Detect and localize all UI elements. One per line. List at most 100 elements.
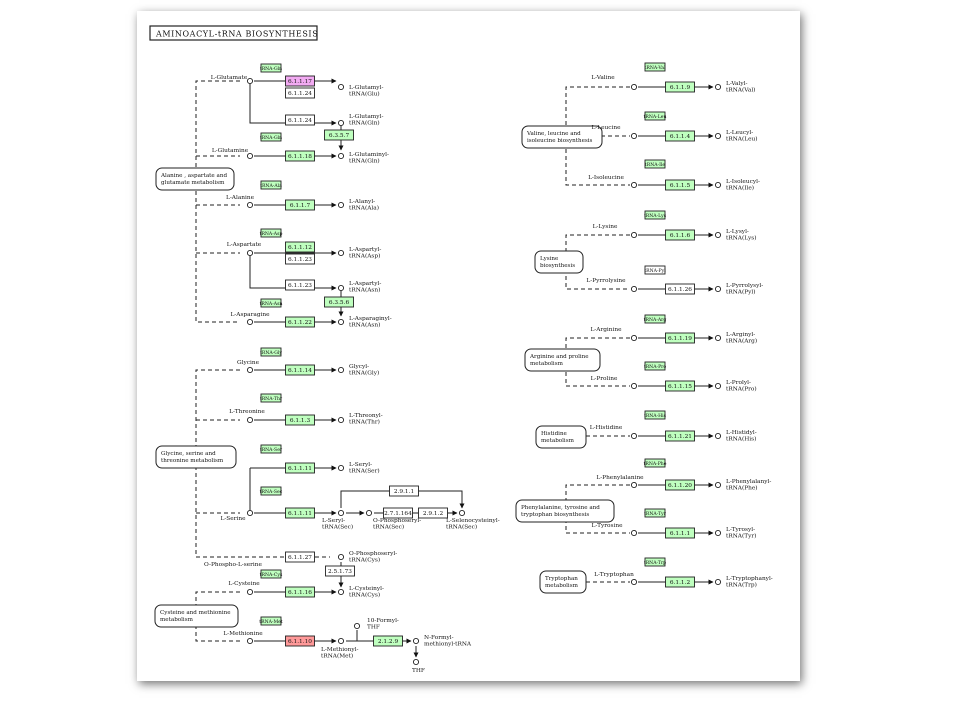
enzyme-box-6-1-1-14[interactable] [285,364,315,376]
compound-node[interactable] [337,318,345,326]
enzyme-box-6-1-1-26[interactable] [665,283,695,295]
trna-box-trna-his[interactable] [644,410,666,420]
compound-node[interactable] [246,416,254,424]
enzyme-box-6-1-1-20[interactable] [665,479,695,491]
compound-node[interactable] [337,83,345,91]
compound-node[interactable] [246,588,254,596]
compound-node[interactable] [337,201,345,209]
compound-node[interactable] [246,637,254,645]
compound-node[interactable] [714,432,722,440]
trna-box-trna-ala[interactable] [260,180,282,190]
compound-node[interactable] [630,231,638,239]
compound-node[interactable] [630,382,638,390]
enzyme-box-6-1-1-22[interactable] [285,316,315,328]
compound-node[interactable] [246,366,254,374]
trna-box-trna-trp[interactable] [644,557,666,567]
compound-node[interactable] [246,201,254,209]
trna-box-trna-met[interactable] [260,616,282,626]
enzyme-box-6-1-1-5[interactable] [665,179,695,191]
enzyme-box-6-1-1-3[interactable] [285,414,315,426]
enzyme-box-6-1-1-19[interactable] [665,332,695,344]
enzyme-box-6-1-1-27[interactable] [285,551,315,563]
trna-box-trna-leu[interactable] [644,111,666,121]
map-link-lysine-biosynthesis[interactable] [534,250,584,274]
compound-node[interactable] [337,464,345,472]
enzyme-box-6-1-1-17[interactable] [285,75,315,87]
trna-box-trna-ser[interactable] [260,444,282,454]
trna-box-trna-lys[interactable] [644,210,666,220]
compound-node[interactable] [630,481,638,489]
enzyme-box-6-1-1-1[interactable] [665,527,695,539]
enzyme-box-6-3-5-6[interactable] [324,296,354,308]
compound-node[interactable] [714,285,722,293]
map-link-cysteine-and-methionine-metabolism[interactable] [154,604,239,628]
compound-node[interactable] [630,285,638,293]
compound-node[interactable] [246,152,254,160]
map-link-phenylalanine-tyrosine-and-tryptophan-biosynthesis[interactable] [515,499,615,523]
compound-node[interactable] [412,637,420,645]
compound-node[interactable] [458,509,466,517]
compound-node[interactable] [630,132,638,140]
compound-node[interactable] [337,553,345,561]
enzyme-box-6-1-1-7[interactable] [285,199,315,211]
enzyme-box-6-1-1-11[interactable] [285,462,315,474]
trna-box-trna-val[interactable] [644,62,666,72]
compound-node[interactable] [337,509,345,517]
enzyme-box-6-1-1-12[interactable] [285,241,315,253]
trna-box-trna-cys[interactable] [260,569,282,579]
compound-node[interactable] [714,83,722,91]
compound-node[interactable] [337,249,345,257]
trna-box-trna-phe[interactable] [644,458,666,468]
compound-node[interactable] [714,231,722,239]
trna-box-trna-tyr[interactable] [644,508,666,518]
compound-node[interactable] [714,481,722,489]
trna-box-trna-asp[interactable] [260,228,282,238]
enzyme-box-6-1-1-23[interactable] [285,279,315,291]
compound-node[interactable] [630,432,638,440]
compound-node[interactable] [337,284,345,292]
enzyme-box-6-1-1-24[interactable] [285,114,315,126]
enzyme-box-6-1-1-23[interactable] [285,253,315,265]
enzyme-box-6-1-1-15[interactable] [665,380,695,392]
compound-node[interactable] [714,382,722,390]
trna-box-trna-pyl[interactable] [644,265,666,275]
compound-node[interactable] [246,509,254,517]
compound-node[interactable] [337,366,345,374]
compound-node[interactable] [353,622,361,630]
enzyme-box-6-1-1-9[interactable] [665,81,695,93]
enzyme-box-6-1-1-6[interactable] [665,229,695,241]
enzyme-box-6-1-1-2[interactable] [665,576,695,588]
enzyme-box-2-9-1-2[interactable] [418,507,448,519]
enzyme-box-2-1-2-9[interactable] [373,635,403,647]
trna-box-trna-arg[interactable] [644,314,666,324]
compound-node[interactable] [337,637,345,645]
compound-node[interactable] [714,334,722,342]
trna-box-trna-pro[interactable] [644,361,666,371]
trna-box-trna-ile[interactable] [644,159,666,169]
trna-box-trna-gln[interactable] [260,63,282,73]
map-link-histidine-metabolism[interactable] [535,425,587,449]
trna-box-trna-gln[interactable] [260,132,282,142]
compound-node[interactable] [337,152,345,160]
compound-node[interactable] [412,658,420,666]
trna-box-trna-thr[interactable] [260,393,282,403]
compound-node[interactable] [337,588,345,596]
enzyme-box-2-9-1-1[interactable] [389,485,419,497]
enzyme-box-6-1-1-10[interactable] [285,635,315,647]
compound-node[interactable] [365,509,373,517]
compound-node[interactable] [630,529,638,537]
trna-box-trna-asn[interactable] [260,298,282,308]
enzyme-box-6-1-1-24[interactable] [285,87,315,99]
enzyme-box-6-1-1-16[interactable] [285,586,315,598]
compound-node[interactable] [246,77,254,85]
compound-node[interactable] [630,334,638,342]
compound-node[interactable] [714,181,722,189]
compound-node[interactable] [630,578,638,586]
enzyme-box-6-1-1-4[interactable] [665,130,695,142]
enzyme-box-2-7-1-164[interactable] [383,507,413,519]
map-link-valine-leucine-and-isoleucine-biosynthesis[interactable] [521,125,603,149]
compound-node[interactable] [246,318,254,326]
trna-box-trna-gly[interactable] [260,347,282,357]
enzyme-box-6-1-1-21[interactable] [665,430,695,442]
compound-node[interactable] [630,181,638,189]
